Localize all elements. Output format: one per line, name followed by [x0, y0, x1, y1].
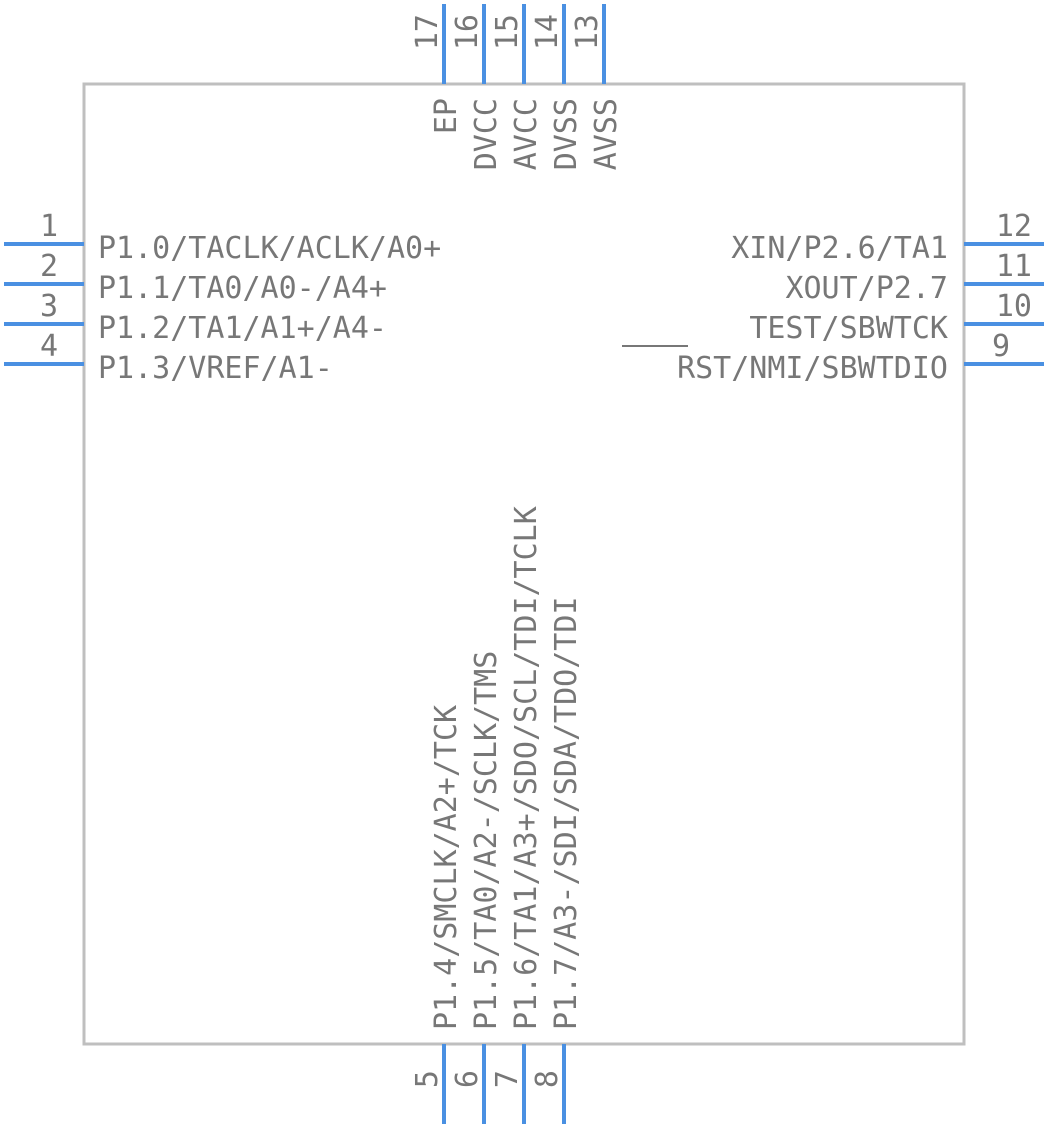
pin-label-6: P1.5/TA0/A2-/SCLK/TMS — [469, 651, 504, 1030]
pin-number-14: 14 — [530, 14, 565, 50]
pin-label-1: P1.0/TACLK/ACLK/A0+ — [98, 231, 441, 266]
pin-number-15: 15 — [490, 14, 525, 50]
pin-number-2: 2 — [40, 249, 58, 284]
pin-number-7: 7 — [490, 1070, 525, 1088]
pin-number-1: 1 — [40, 209, 58, 244]
pin-label-3: P1.2/TA1/A1+/A4- — [98, 311, 387, 346]
pin-label-2: P1.1/TA0/A0-/A4+ — [98, 271, 387, 306]
pin-number-8: 8 — [530, 1070, 565, 1088]
pin-label-17: EP — [429, 98, 464, 134]
pin-label-14: DVSS — [549, 98, 584, 170]
pin-number-17: 17 — [410, 14, 445, 50]
pin-label-7: P1.6/TA1/A3+/SDO/SCL/TDI/TCLK — [509, 506, 544, 1030]
pin-label-13: AVSS — [589, 98, 624, 170]
pin-label-15: AVCC — [509, 98, 544, 170]
pin-number-3: 3 — [40, 289, 58, 324]
pin-label-8: P1.7/A3-/SDI/SDA/TDO/TDI — [549, 597, 584, 1030]
pin-number-5: 5 — [410, 1070, 445, 1088]
pin-number-10: 10 — [996, 289, 1032, 324]
pin-number-4: 4 — [40, 329, 58, 364]
pin-label-12: XIN/P2.6/TA1 — [731, 231, 948, 266]
pin-number-13: 13 — [570, 14, 605, 50]
right-pins: 12 11 10 9 XIN/P2.6/TA1 XOUT/P2.7 TEST/S… — [622, 209, 1044, 386]
pin-label-4: P1.3/VREF/A1- — [98, 351, 333, 386]
bottom-pins: 5 6 7 8 P1.4/SMCLK/A2+/TCK P1.5/TA0/A2-/… — [410, 506, 584, 1124]
pin-label-16: DVCC — [469, 98, 504, 170]
pin-label-9: RST/NMI/SBWTDIO — [677, 351, 948, 386]
pin-label-10: TEST/SBWTCK — [749, 311, 948, 346]
pin-number-12: 12 — [996, 209, 1032, 244]
pin-label-5: P1.4/SMCLK/A2+/TCK — [429, 705, 464, 1030]
pin-number-9: 9 — [992, 329, 1010, 364]
pin-number-6: 6 — [450, 1070, 485, 1088]
pin-label-11: XOUT/P2.7 — [785, 271, 948, 306]
top-pins: 17 16 15 14 13 EP DVCC AVCC DVSS AVSS — [410, 4, 624, 170]
pin-number-11: 11 — [996, 249, 1032, 284]
left-pins: 1 2 3 4 P1.0/TACLK/ACLK/A0+ P1.1/TA0/A0-… — [4, 209, 441, 386]
pin-number-16: 16 — [450, 14, 485, 50]
